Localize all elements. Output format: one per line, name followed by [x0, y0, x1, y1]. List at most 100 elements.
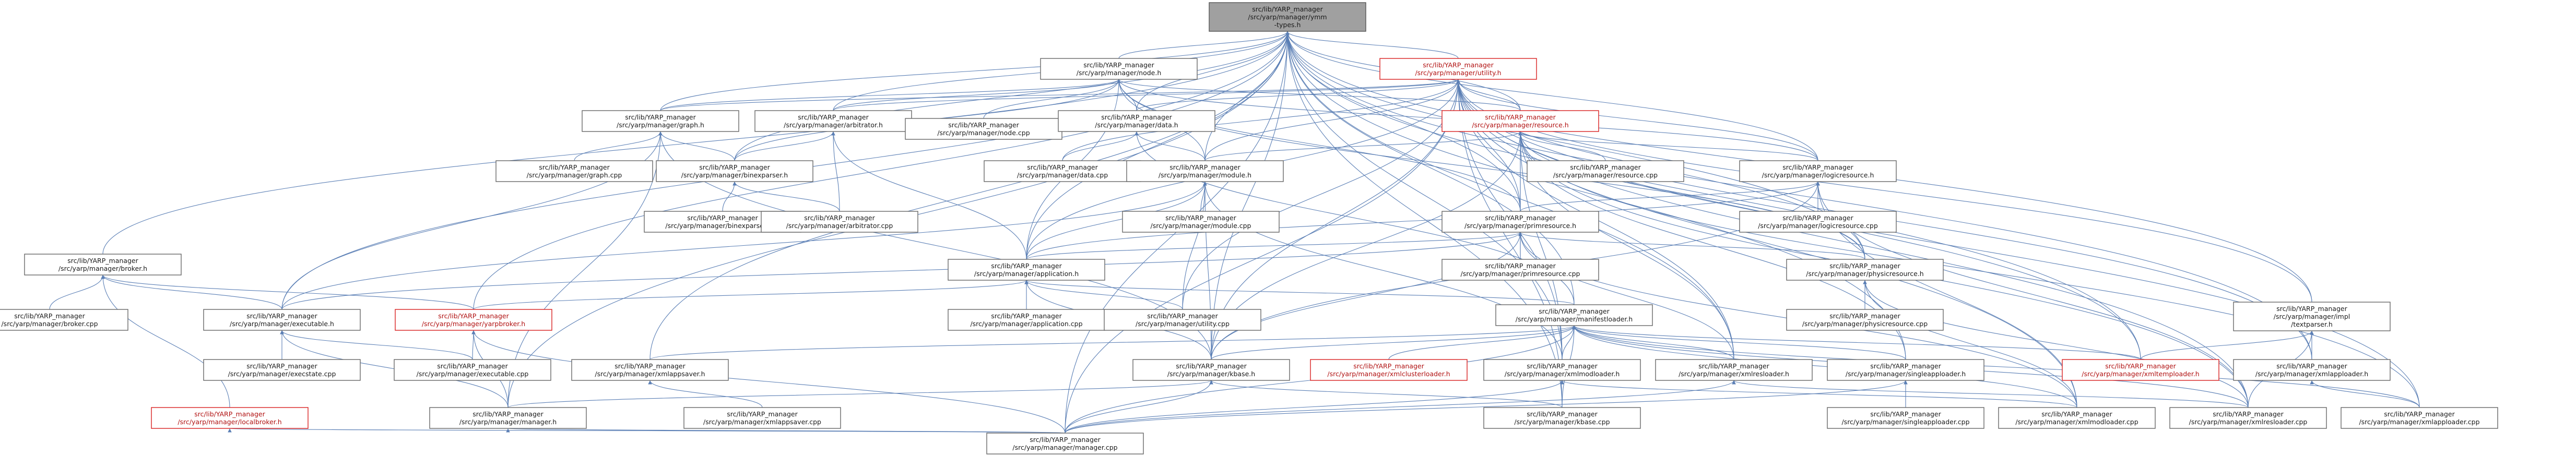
file-node-box [2233, 359, 2391, 381]
file-node-n12[interactable]: src/lib/YARP_manager/src/yarp/manager/re… [1527, 160, 1684, 182]
file-node-label: /src/yarp/manager/localbroker.h [178, 418, 281, 426]
include-edge [2310, 380, 2420, 408]
file-node-n09[interactable]: src/lib/YARP_manager/src/yarp/manager/bi… [656, 160, 813, 182]
include-edge [1285, 31, 1459, 59]
file-node-n32[interactable]: src/lib/YARP_manager/src/yarp/manager/ex… [203, 359, 361, 381]
file-node-n21[interactable]: src/lib/YARP_manager/src/yarp/manager/pr… [1441, 259, 1599, 281]
include-edge [574, 131, 663, 161]
include-edge [1136, 79, 1460, 111]
file-node-n05[interactable]: src/lib/YARP_manager/src/yarp/manager/no… [905, 118, 1062, 140]
file-node-label: src/lib/YARP_manager [625, 113, 696, 121]
file-node-label: /src/yarp/manager/data.h [1095, 121, 1178, 129]
file-node-n30[interactable]: src/lib/YARP_manager/src/yarp/manager/im… [2233, 302, 2391, 331]
file-node-n33[interactable]: src/lib/YARP_manager/src/yarp/manager/xm… [571, 359, 729, 381]
include-edge [1572, 325, 2141, 360]
file-node-n06[interactable]: src/lib/YARP_manager/src/yarp/manager/da… [1058, 110, 1215, 132]
file-node-n03[interactable]: src/lib/YARP_manager/src/yarp/manager/gr… [582, 110, 739, 132]
include-edge [473, 280, 1029, 310]
include-edge [1026, 181, 1820, 260]
file-node-n39[interactable]: src/lib/YARP_manager/src/yarp/manager/xm… [2062, 359, 2219, 381]
file-node-label: src/lib/YARP_manager [1485, 113, 1556, 121]
file-node-label: src/lib/YARP_manager [687, 214, 758, 222]
include-edge [833, 79, 1460, 111]
include-edge [1560, 380, 2077, 408]
file-node-label: src/lib/YARP_manager [1485, 214, 1556, 222]
file-node-n49[interactable]: src/lib/YARP_manager/src/yarp/manager/ma… [986, 433, 1144, 454]
file-node-n22[interactable]: src/lib/YARP_manager/src/yarp/manager/ph… [1786, 259, 1944, 281]
file-node-label: src/lib/YARP_manager [1252, 5, 1323, 13]
file-node-n45[interactable]: src/lib/YARP_manager/src/yarp/manager/si… [1827, 407, 1984, 429]
file-node-n19[interactable]: src/lib/YARP_manager/src/yarp/manager/br… [24, 254, 182, 276]
file-node-n18[interactable]: src/lib/YARP_manager/src/yarp/manager/lo… [1739, 211, 1897, 233]
file-node-label: src/lib/YARP_manager [14, 312, 85, 320]
file-node-label: /src/yarp/manager/utility.cpp [1136, 320, 1230, 328]
file-node-label: /src/yarp/manager/xmlclusterloader.h [1327, 370, 1450, 378]
file-node-box [1209, 2, 1366, 32]
file-node-n16[interactable]: src/lib/YARP_manager/src/yarp/manager/mo… [1122, 211, 1280, 233]
file-node-n15[interactable]: src/lib/YARP_manager/src/yarp/manager/ar… [761, 211, 918, 233]
file-node-n08[interactable]: src/lib/YARP_manager/src/yarp/manager/gr… [495, 160, 653, 182]
file-node-n23[interactable]: src/lib/YARP_manager/src/yarp/manager/br… [0, 309, 128, 331]
file-node-n04[interactable]: src/lib/YARP_manager/src/yarp/manager/ar… [754, 110, 912, 132]
file-node-label: src/lib/YARP_manager [2105, 362, 2176, 370]
file-node-n25[interactable]: src/lib/YARP_manager/src/yarp/manager/ya… [395, 309, 552, 331]
file-node-label: /src/yarp/manager/resource.h [1472, 121, 1568, 129]
file-node-n46[interactable]: src/lib/YARP_manager/src/yarp/manager/xm… [1998, 407, 2156, 429]
file-node-n11[interactable]: src/lib/YARP_manager/src/yarp/manager/mo… [1126, 160, 1284, 182]
file-node-n42[interactable]: src/lib/YARP_manager/src/yarp/manager/ma… [429, 407, 587, 429]
include-edge [1456, 79, 2077, 408]
file-node-label: src/lib/YARP_manager [727, 410, 798, 418]
file-node-label: /src/yarp/manager/physicresource.cpp [1802, 320, 1928, 328]
file-node-label: src/lib/YARP_manager [804, 214, 875, 222]
include-edge [1117, 79, 1521, 212]
file-node-label: src/lib/YARP_manager [437, 362, 508, 370]
file-node-label: /src/yarp/manager/manager.h [459, 418, 557, 426]
file-node-label: /src/yarp/manager/xmlresloader.h [1679, 370, 1789, 378]
file-node-n29[interactable]: src/lib/YARP_manager/src/yarp/manager/ph… [1786, 309, 1944, 331]
file-node-n34[interactable]: src/lib/YARP_manager/src/yarp/manager/kb… [1132, 359, 1290, 381]
include-edge [281, 131, 663, 310]
file-node-n35[interactable]: src/lib/YARP_manager/src/yarp/manager/xm… [1310, 359, 1468, 381]
file-node-n37[interactable]: src/lib/YARP_manager/src/yarp/manager/xm… [1655, 359, 1813, 381]
include-edge [1285, 31, 1563, 408]
include-edge [2140, 330, 2314, 360]
file-node-n48[interactable]: src/lib/YARP_manager/src/yarp/manager/xm… [2341, 407, 2498, 429]
file-node-box [1441, 259, 1599, 281]
file-node-n40[interactable]: src/lib/YARP_manager/src/yarp/manager/xm… [2233, 359, 2391, 381]
file-node-n17[interactable]: src/lib/YARP_manager/src/yarp/manager/pr… [1441, 211, 1599, 233]
include-edge [831, 131, 840, 212]
file-node-n20[interactable]: src/lib/YARP_manager/src/yarp/manager/ap… [948, 259, 1105, 281]
file-node-label: src/lib/YARP_manager [1829, 312, 1900, 320]
include-edge [1118, 31, 1290, 59]
file-node-label: /src/yarp/manager/kbase.h [1167, 370, 1255, 378]
file-node-box [394, 359, 551, 381]
file-node-n43[interactable]: src/lib/YARP_manager/src/yarp/manager/xm… [683, 407, 841, 429]
file-node-n41[interactable]: src/lib/YARP_manager/src/yarp/manager/lo… [151, 407, 309, 429]
include-edge [1285, 31, 2141, 360]
file-node-n10[interactable]: src/lib/YARP_manager/src/yarp/manager/da… [984, 160, 1141, 182]
file-node-n01[interactable]: src/lib/YARP_manager/src/yarp/manager/no… [1040, 58, 1198, 80]
include-edge [1136, 31, 1290, 111]
file-node-n36[interactable]: src/lib/YARP_manager/src/yarp/manager/xm… [1483, 359, 1641, 381]
file-node-n38[interactable]: src/lib/YARP_manager/src/yarp/manager/si… [1827, 359, 1984, 381]
file-node-n31[interactable]: src/lib/YARP_manager/src/yarp/manager/ex… [394, 359, 551, 381]
file-node-n26[interactable]: src/lib/YARP_manager/src/yarp/manager/ap… [948, 309, 1105, 331]
file-node-n44[interactable]: src/lib/YARP_manager/src/yarp/manager/kb… [1483, 407, 1641, 429]
file-node-box [2169, 407, 2327, 429]
include-edge [507, 131, 663, 408]
file-node-n47[interactable]: src/lib/YARP_manager/src/yarp/manager/xm… [2169, 407, 2327, 429]
file-node-label: /src/yarp/manager/module.h [1159, 171, 1251, 179]
file-node-n00[interactable]: src/lib/YARP_manager/src/yarp/manager/ym… [1209, 2, 1366, 32]
file-node-n28[interactable]: src/lib/YARP_manager/src/yarp/manager/ma… [1495, 304, 1653, 326]
file-node-label: src/lib/YARP_manager [2276, 305, 2347, 313]
file-node-n07[interactable]: src/lib/YARP_manager/src/yarp/manager/re… [1441, 110, 1599, 132]
file-node-box [1495, 304, 1653, 326]
include-edge [1456, 79, 1521, 111]
file-node-n27[interactable]: src/lib/YARP_manager/src/yarp/manager/ut… [1104, 309, 1261, 331]
file-node-n02[interactable]: src/lib/YARP_manager/src/yarp/manager/ut… [1379, 58, 1537, 80]
include-edge [281, 232, 1522, 310]
file-node-n24[interactable]: src/lib/YARP_manager/src/yarp/manager/ex… [203, 309, 361, 331]
file-node-label: src/lib/YARP_manager [472, 410, 543, 418]
include-edge [1456, 79, 1521, 212]
file-node-n13[interactable]: src/lib/YARP_manager/src/yarp/manager/lo… [1739, 160, 1897, 182]
